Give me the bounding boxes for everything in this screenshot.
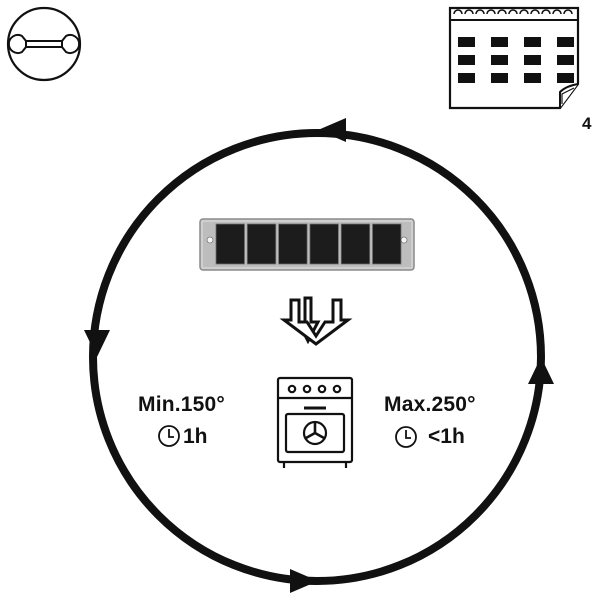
binder-ring	[541, 9, 551, 15]
calendar-day	[557, 55, 574, 65]
wrench-icon	[6, 6, 82, 82]
clock-icon	[395, 426, 417, 448]
calendar-icon	[448, 6, 580, 110]
binder-ring	[453, 9, 463, 15]
calendar-day	[458, 73, 475, 83]
binder-ring	[519, 9, 529, 15]
filter-cell	[278, 223, 308, 265]
filter-cell	[215, 223, 245, 265]
calendar-day	[491, 37, 508, 47]
min-temperature: Min.150°	[138, 393, 226, 416]
filter-cell	[340, 223, 371, 265]
carbon-filter-icon	[199, 218, 415, 271]
calendar-day	[524, 37, 541, 47]
filter-cell	[246, 223, 277, 265]
calendar-day	[524, 73, 541, 83]
filter-cell	[372, 223, 402, 265]
binder-ring	[486, 9, 496, 15]
max-temperature: Max.250°	[384, 393, 476, 416]
binder-ring	[464, 9, 474, 15]
cycle-ring	[84, 118, 554, 593]
max-duration: <1h	[428, 425, 465, 448]
calendar-day	[557, 73, 574, 83]
clock-icon	[158, 425, 180, 447]
calendar-day	[458, 37, 475, 47]
min-duration: 1h	[183, 425, 208, 448]
binder-ring	[497, 9, 507, 15]
cycle-arrow-top	[318, 118, 346, 142]
calendar-day	[524, 55, 541, 65]
binder-ring	[563, 9, 573, 15]
cycle-arrow-right	[528, 357, 554, 384]
calendar-day	[491, 73, 508, 83]
calendar-day	[491, 55, 508, 65]
double-down-arrow-icon	[279, 296, 353, 346]
binder-ring	[530, 9, 540, 15]
calendar-day	[557, 37, 574, 47]
binder-ring	[508, 9, 518, 15]
calendar-day	[458, 55, 475, 65]
oven-icon	[276, 376, 354, 468]
calendar-day-grid	[458, 37, 574, 83]
calendar-binder-rings	[453, 9, 573, 15]
binder-ring	[475, 9, 485, 15]
calendar-count: 4	[582, 114, 592, 133]
cycle-arrow-bottom	[290, 569, 318, 593]
binder-ring	[552, 9, 562, 15]
cycle-arrow-left	[84, 330, 110, 357]
filter-cell	[309, 223, 339, 265]
